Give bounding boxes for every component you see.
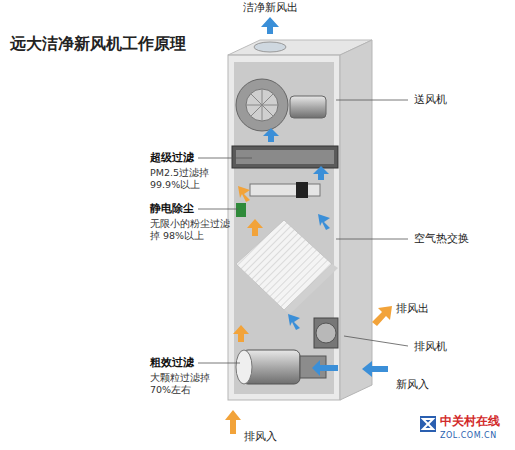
fresh-air-arrows xyxy=(261,17,388,377)
watermark-logo xyxy=(420,416,436,432)
hepa-filter-core xyxy=(236,150,334,164)
blower-blades xyxy=(246,89,278,121)
leader-lines xyxy=(198,100,408,363)
coarse-filter-face xyxy=(236,350,252,384)
part-label: 送风机 xyxy=(414,93,447,107)
part-label: 排风机 xyxy=(414,340,447,354)
housing-side xyxy=(340,40,372,400)
part-label: 空气热交换 xyxy=(414,232,469,246)
electrostatic-module xyxy=(296,182,308,198)
blower-scroll xyxy=(236,79,288,131)
hepa-filter xyxy=(232,146,338,168)
exhaust-arrows xyxy=(225,186,392,434)
electrostatic-board xyxy=(236,203,246,217)
flow-label: 排风出 xyxy=(396,302,429,316)
blower-wheel xyxy=(246,89,278,121)
callout-heading: 粗效过滤 xyxy=(150,356,194,370)
outlet-label: 洁净新风出 xyxy=(243,1,298,15)
watermark: 中关村在线 xyxy=(440,414,500,429)
heat-exchanger xyxy=(236,220,332,310)
electrostatic-plate xyxy=(250,184,320,196)
housing-front xyxy=(228,55,340,400)
blower-motor xyxy=(290,96,326,118)
callout-heading: 静电除尘 xyxy=(150,202,194,216)
callout-note: PM2.5过滤掉 99.9%以上 xyxy=(150,167,213,191)
callout-note: 无限小的粉尘过滤掉 98%以上 xyxy=(150,218,239,242)
outlet xyxy=(254,42,286,52)
exhaust-fan-wheel xyxy=(316,323,336,343)
callout-note: 大颗粒过滤掉 70%左右 xyxy=(150,372,213,396)
exhaust-fan xyxy=(314,318,338,348)
flow-label: 排风入 xyxy=(244,430,277,444)
callout-heading: 超级过滤 xyxy=(150,151,194,165)
flow-label: 新风入 xyxy=(396,378,429,392)
heat-exchanger-side xyxy=(284,264,338,314)
diagram-title: 远大洁净新风机工作原理 xyxy=(10,34,186,54)
watermark: ZOL.COM.CN xyxy=(440,431,497,441)
